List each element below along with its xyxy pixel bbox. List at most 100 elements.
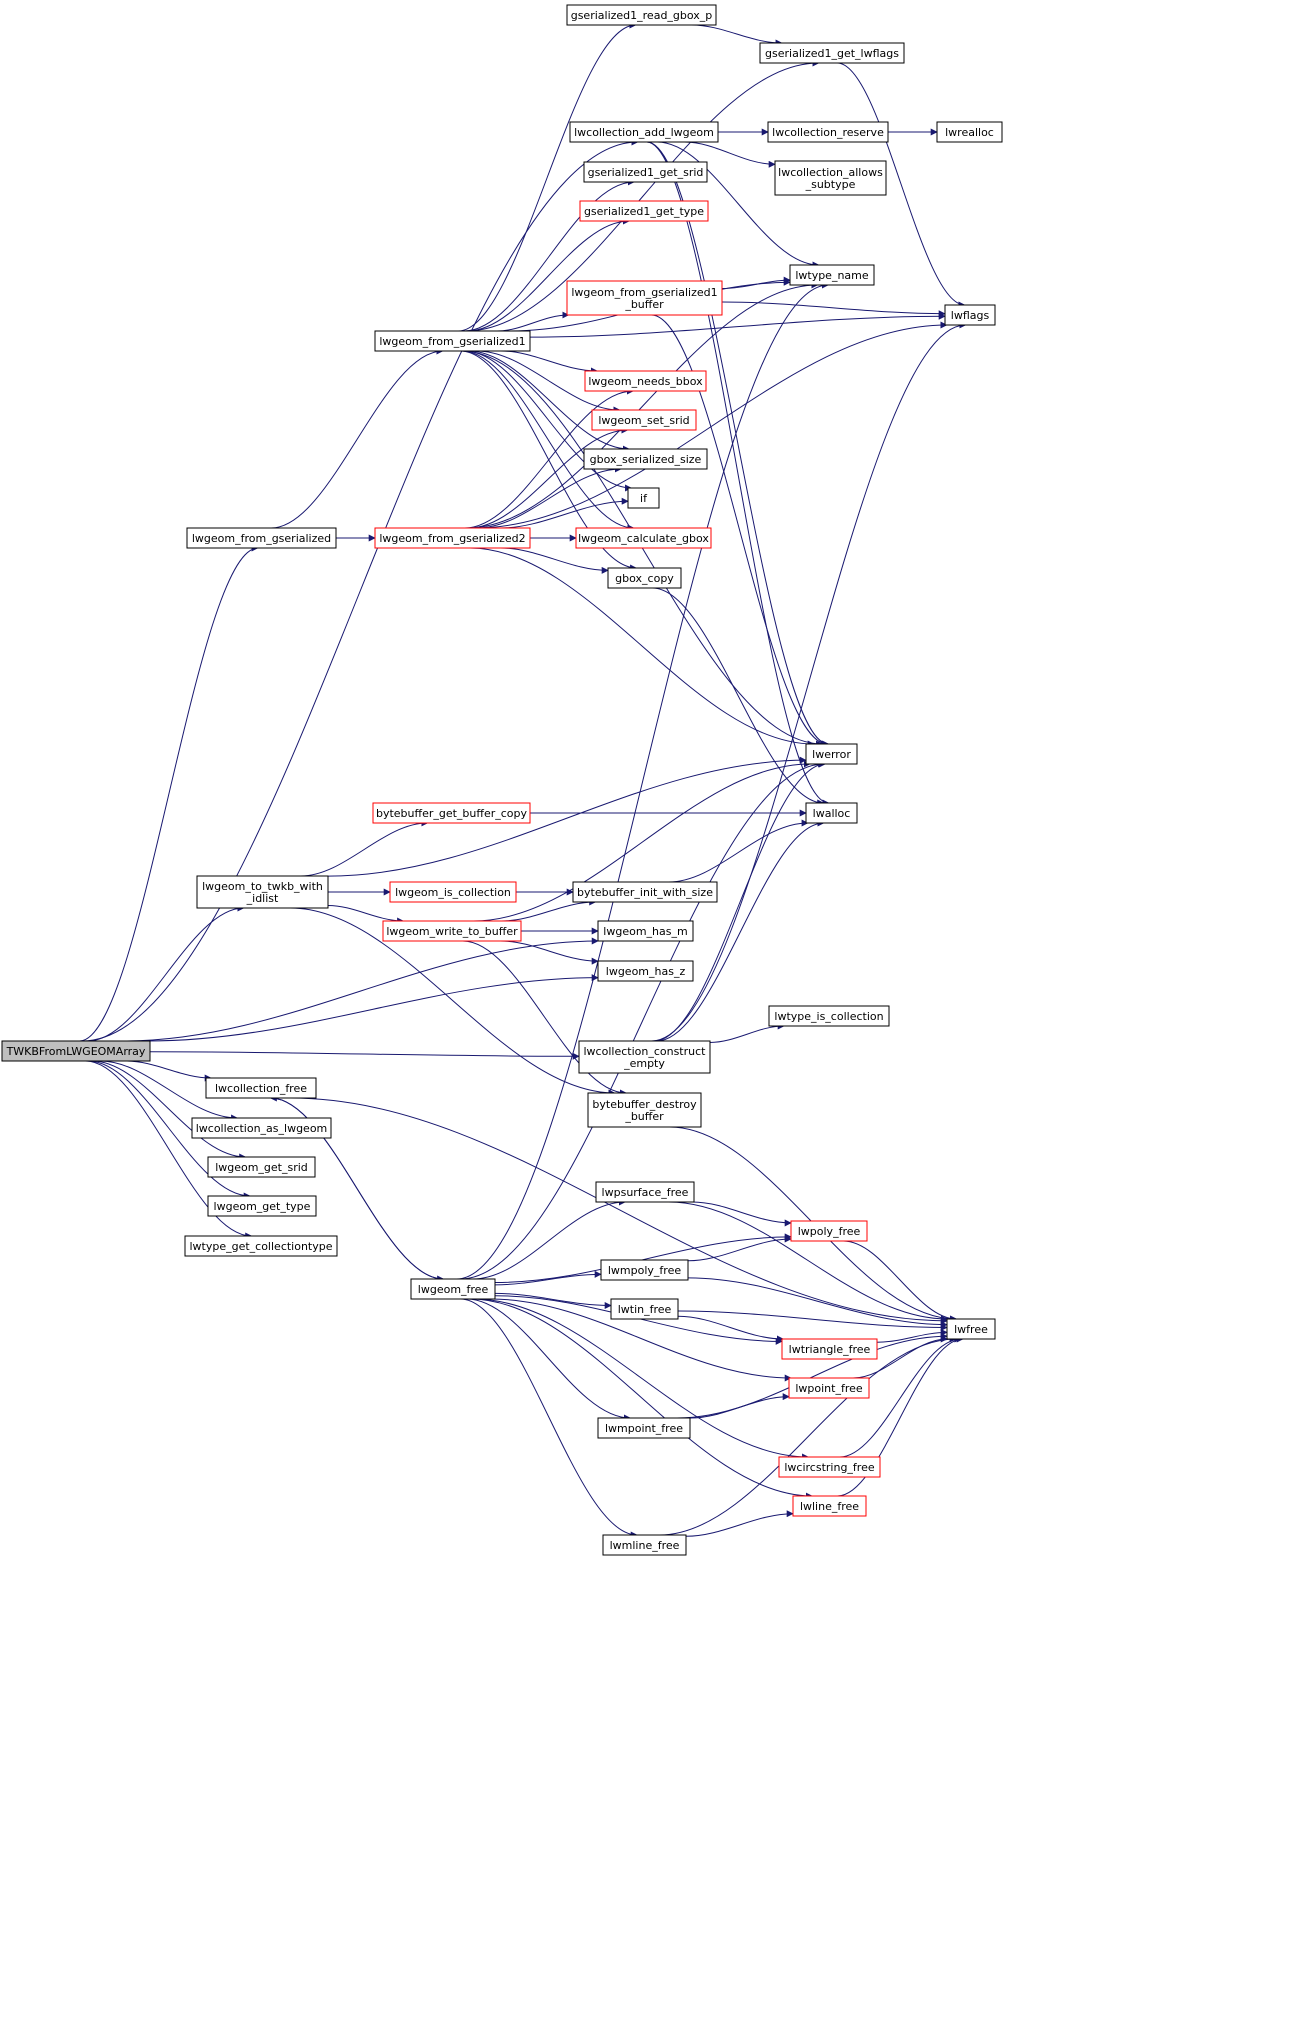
node-gserialized1-get-type[interactable]: gserialized1_get_type (579, 200, 709, 222)
node-box[interactable] (389, 881, 517, 903)
node-box[interactable] (410, 1278, 496, 1300)
node-lwcollection-construct-empty[interactable]: lwcollection_construct_empty (578, 1040, 711, 1074)
node-lwgeom-needs-bbox[interactable]: lwgeom_needs_bbox (584, 370, 707, 392)
node-gserialized1-get-srid[interactable]: gserialized1_get_srid (583, 161, 708, 183)
node-bytebuffer-get-buffer-copy[interactable]: bytebuffer_get_buffer_copy (372, 802, 531, 824)
node-box[interactable] (382, 920, 522, 942)
node-lwcircstring-free[interactable]: lwcircstring_free (778, 1456, 881, 1478)
node-box[interactable] (610, 1298, 679, 1320)
node-lwmpoly-free[interactable]: lwmpoly_free (600, 1259, 689, 1281)
node-lwgeom-to-twkb-with-idlist[interactable]: lwgeom_to_twkb_with_idlist (196, 875, 329, 909)
node-box[interactable] (374, 527, 531, 549)
node-box[interactable] (790, 1220, 868, 1242)
node-box[interactable] (792, 1495, 867, 1517)
node-gbox-serialized-size[interactable]: gbox_serialized_size (583, 448, 708, 470)
node-lwmline-free[interactable]: lwmline_free (602, 1534, 687, 1556)
node-box[interactable] (207, 1156, 316, 1178)
node-box[interactable] (946, 1318, 996, 1340)
node-box[interactable] (597, 1417, 691, 1439)
node-box[interactable] (583, 448, 708, 470)
node-lwcollection-allows-subtype[interactable]: lwcollection_allows_subtype (774, 160, 887, 196)
node-box[interactable] (583, 161, 708, 183)
node-box[interactable] (768, 1005, 890, 1027)
node-box[interactable] (774, 160, 887, 196)
node-lwtype-name[interactable]: lwtype_name (789, 264, 875, 286)
node-lwalloc[interactable]: lwalloc (805, 802, 858, 824)
node-box[interactable] (597, 920, 694, 942)
node-lwgeom-write-to-buffer[interactable]: lwgeom_write_to_buffer (382, 920, 522, 942)
node-if[interactable]: if (627, 487, 660, 509)
node-lwcollection-as-lwgeom[interactable]: lwcollection_as_lwgeom (191, 1117, 332, 1139)
node-box[interactable] (597, 960, 694, 982)
node-box[interactable] (759, 42, 905, 64)
node-gbox-copy[interactable]: gbox_copy (607, 567, 682, 589)
node-lwcollection-free[interactable]: lwcollection_free (205, 1077, 317, 1099)
node-bytebuffer-init-with-size[interactable]: bytebuffer_init_with_size (572, 881, 718, 903)
node-box[interactable] (778, 1456, 881, 1478)
node-box[interactable] (936, 121, 1003, 143)
node-lwgeom-has-z[interactable]: lwgeom_has_z (597, 960, 694, 982)
node-lwgeom-has-m[interactable]: lwgeom_has_m (597, 920, 694, 942)
node-box[interactable] (572, 881, 718, 903)
node-lwgeom-get-type[interactable]: lwgeom_get_type (207, 1195, 317, 1217)
node-box[interactable] (569, 121, 719, 143)
node-box[interactable] (805, 802, 858, 824)
node-twkbfromlwgeomarray[interactable]: TWKBFromLWGEOMArray (1, 1040, 151, 1062)
node-lwline-free[interactable]: lwline_free (792, 1495, 867, 1517)
node-box[interactable] (579, 200, 709, 222)
node-box[interactable] (587, 1092, 702, 1128)
node-lwtriangle-free[interactable]: lwtriangle_free (781, 1338, 878, 1360)
node-box[interactable] (196, 875, 329, 909)
node-lwtin-free[interactable]: lwtin_free (610, 1298, 679, 1320)
node-lwgeom-calculate-gbox[interactable]: lwgeom_calculate_gbox (575, 527, 712, 549)
node-box[interactable] (602, 1534, 687, 1556)
node-lwpoint-free[interactable]: lwpoint_free (788, 1377, 870, 1399)
node-box[interactable] (591, 409, 697, 431)
node-lwgeom-from-gserialized[interactable]: lwgeom_from_gserialized (186, 527, 337, 549)
node-gserialized1-get-lwflags[interactable]: gserialized1_get_lwflags (759, 42, 905, 64)
node-lwpsurface-free[interactable]: lwpsurface_free (595, 1181, 695, 1203)
node-bytebuffer-destroy-buffer[interactable]: bytebuffer_destroy_buffer (587, 1092, 702, 1128)
node-box[interactable] (607, 567, 682, 589)
node-box[interactable] (578, 1040, 711, 1074)
node-box[interactable] (781, 1338, 878, 1360)
node-lwgeom-free[interactable]: lwgeom_free (410, 1278, 496, 1300)
node-box[interactable] (767, 121, 889, 143)
node-box[interactable] (372, 802, 531, 824)
node-lwgeom-get-srid[interactable]: lwgeom_get_srid (207, 1156, 316, 1178)
node-box[interactable] (789, 264, 875, 286)
node-lwcollection-reserve[interactable]: lwcollection_reserve (767, 121, 889, 143)
node-box[interactable] (595, 1181, 695, 1203)
node-lwcollection-add-lwgeom[interactable]: lwcollection_add_lwgeom (569, 121, 719, 143)
node-box[interactable] (566, 4, 717, 26)
node-lwgeom-from-gserialized2[interactable]: lwgeom_from_gserialized2 (374, 527, 531, 549)
node-lwtype-is-collection[interactable]: lwtype_is_collection (768, 1005, 890, 1027)
node-gserialized1-read-gbox-p[interactable]: gserialized1_read_gbox_p (566, 4, 717, 26)
node-box[interactable] (1, 1040, 151, 1062)
node-box[interactable] (186, 527, 337, 549)
node-lwgeom-is-collection[interactable]: lwgeom_is_collection (389, 881, 517, 903)
node-box[interactable] (805, 743, 858, 765)
node-box[interactable] (207, 1195, 317, 1217)
node-lwpoly-free[interactable]: lwpoly_free (790, 1220, 868, 1242)
node-lwtype-get-collectiontype[interactable]: lwtype_get_collectiontype (184, 1235, 338, 1257)
node-lwgeom-from-gserialized1-buffer[interactable]: lwgeom_from_gserialized1_buffer (566, 280, 723, 316)
node-box[interactable] (788, 1377, 870, 1399)
node-box[interactable] (575, 527, 712, 549)
node-lwflags[interactable]: lwflags (944, 304, 996, 326)
node-box[interactable] (184, 1235, 338, 1257)
node-lwgeom-from-gserialized1[interactable]: lwgeom_from_gserialized1 (374, 330, 531, 352)
node-box[interactable] (374, 330, 531, 352)
node-box[interactable] (205, 1077, 317, 1099)
node-box[interactable] (944, 304, 996, 326)
node-lwrealloc[interactable]: lwrealloc (936, 121, 1003, 143)
node-box[interactable] (627, 487, 660, 509)
node-lwfree[interactable]: lwfree (946, 1318, 996, 1340)
node-box[interactable] (191, 1117, 332, 1139)
node-lwmpoint-free[interactable]: lwmpoint_free (597, 1417, 691, 1439)
node-box[interactable] (600, 1259, 689, 1281)
node-lwgeom-set-srid[interactable]: lwgeom_set_srid (591, 409, 697, 431)
node-box[interactable] (584, 370, 707, 392)
node-box[interactable] (566, 280, 723, 316)
node-lwerror[interactable]: lwerror (805, 743, 858, 765)
